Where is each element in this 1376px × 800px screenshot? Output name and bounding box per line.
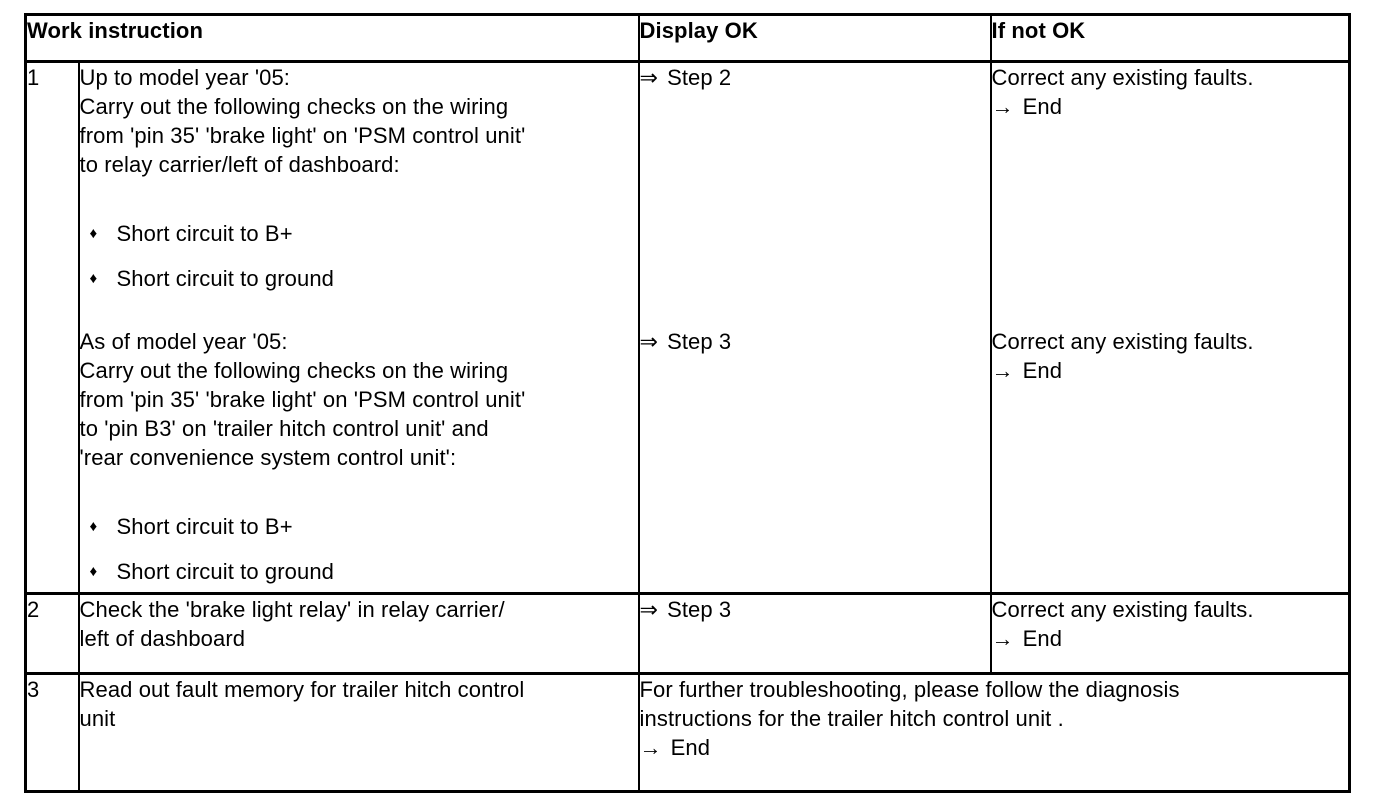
instruction-text: Read out fault memory for trailer hitch …: [79, 677, 525, 731]
diamond-bullet-icon: ♦: [89, 562, 98, 580]
bullet-item: ♦ Short circuit to B+: [80, 219, 638, 248]
step-label: Step 3: [667, 328, 732, 354]
fault-correction-text: Correct any existing faults.: [991, 65, 1254, 90]
step-number: 1: [24, 60, 80, 595]
diamond-bullet-icon: ♦: [89, 517, 98, 535]
table-header-row: Work instruction Display OK If not OK: [24, 13, 1351, 63]
diamond-bullet-icon: ♦: [89, 225, 98, 242]
table-row-1a: 1 Up to model year '05: Carry out the fo…: [24, 60, 1351, 595]
instruction-text: Up to model year '05: Carry out the foll…: [79, 65, 526, 177]
end-label: End: [1022, 94, 1063, 119]
display-ok-header: Display OK: [637, 13, 992, 63]
step-label: Step 3: [667, 597, 732, 622]
step-label: Step 2: [667, 65, 732, 90]
table-row-3: 3 Read out fault memory for trailer hitc…: [24, 672, 1351, 793]
if-not-ok-header: If not OK: [989, 13, 1351, 63]
step-reference: ⇒ Step 3: [640, 329, 732, 354]
if-not-ok-cell: Correct any existing faults. → End: [989, 314, 1351, 595]
bullet-text: Short circuit to B+: [116, 221, 293, 246]
arrow-icon: →: [639, 735, 662, 760]
work-instruction-header: Work instruction: [24, 13, 640, 63]
work-instruction-cell: As of model year '05: Carry out the foll…: [77, 314, 640, 595]
double-arrow-icon: ⇒: [639, 65, 659, 90]
step-number: 3: [24, 672, 80, 793]
work-instruction-cell: Check the 'brake light relay' in relay c…: [77, 592, 640, 675]
bullet-item: ♦ Short circuit to ground: [80, 557, 638, 586]
end-label: End: [1022, 357, 1063, 383]
diamond-bullet-icon: ♦: [89, 270, 98, 287]
double-arrow-icon: ⇒: [639, 597, 659, 622]
further-troubleshooting-text: For further troubleshooting, please foll…: [639, 677, 1180, 731]
display-ok-cell: ⇒ Step 3: [637, 314, 992, 595]
arrow-icon: →: [991, 626, 1014, 651]
troubleshooting-table: Work instruction Display OK If not OK 1 …: [24, 13, 1352, 793]
combined-result-cell: For further troubleshooting, please foll…: [637, 672, 1351, 793]
bullet-item: ♦ Short circuit to B+: [80, 512, 638, 541]
end-label: End: [670, 735, 711, 760]
work-instruction-cell: Up to model year '05: Carry out the foll…: [77, 60, 640, 315]
instruction-text: Check the 'brake light relay' in relay c…: [79, 597, 505, 651]
display-ok-cell: ⇒ Step 3: [637, 592, 992, 675]
bullet-text: Short circuit to ground: [116, 558, 335, 584]
step-number: 2: [24, 592, 80, 675]
end-label: End: [1022, 626, 1063, 651]
display-ok-cell: ⇒ Step 2: [637, 60, 992, 315]
table-row-1b: As of model year '05: Carry out the foll…: [26, 314, 1351, 595]
double-arrow-icon: ⇒: [639, 328, 659, 354]
table-row-2: 2 Check the 'brake light relay' in relay…: [24, 592, 1351, 675]
bullet-text: Short circuit to ground: [116, 266, 335, 291]
work-instruction-cell: Read out fault memory for trailer hitch …: [77, 672, 640, 793]
instruction-text: As of model year '05: Carry out the foll…: [79, 328, 526, 470]
end-reference: → End: [640, 733, 1349, 762]
step-reference: ⇒ Step 3: [640, 597, 732, 622]
step-reference: ⇒ Step 2: [640, 65, 732, 90]
bullet-item: ♦ Short circuit to ground: [80, 264, 638, 293]
fault-correction-text: Correct any existing faults.: [991, 328, 1254, 354]
arrow-icon: →: [991, 94, 1014, 119]
if-not-ok-cell: Correct any existing faults. → End: [989, 592, 1351, 675]
if-not-ok-cell: Correct any existing faults. → End: [989, 60, 1351, 315]
end-reference: → End: [992, 624, 1349, 653]
arrow-icon: →: [991, 357, 1014, 383]
bullet-text: Short circuit to B+: [116, 513, 293, 539]
fault-correction-text: Correct any existing faults.: [991, 597, 1254, 622]
end-reference: → End: [992, 92, 1349, 121]
end-reference: → End: [992, 356, 1349, 385]
